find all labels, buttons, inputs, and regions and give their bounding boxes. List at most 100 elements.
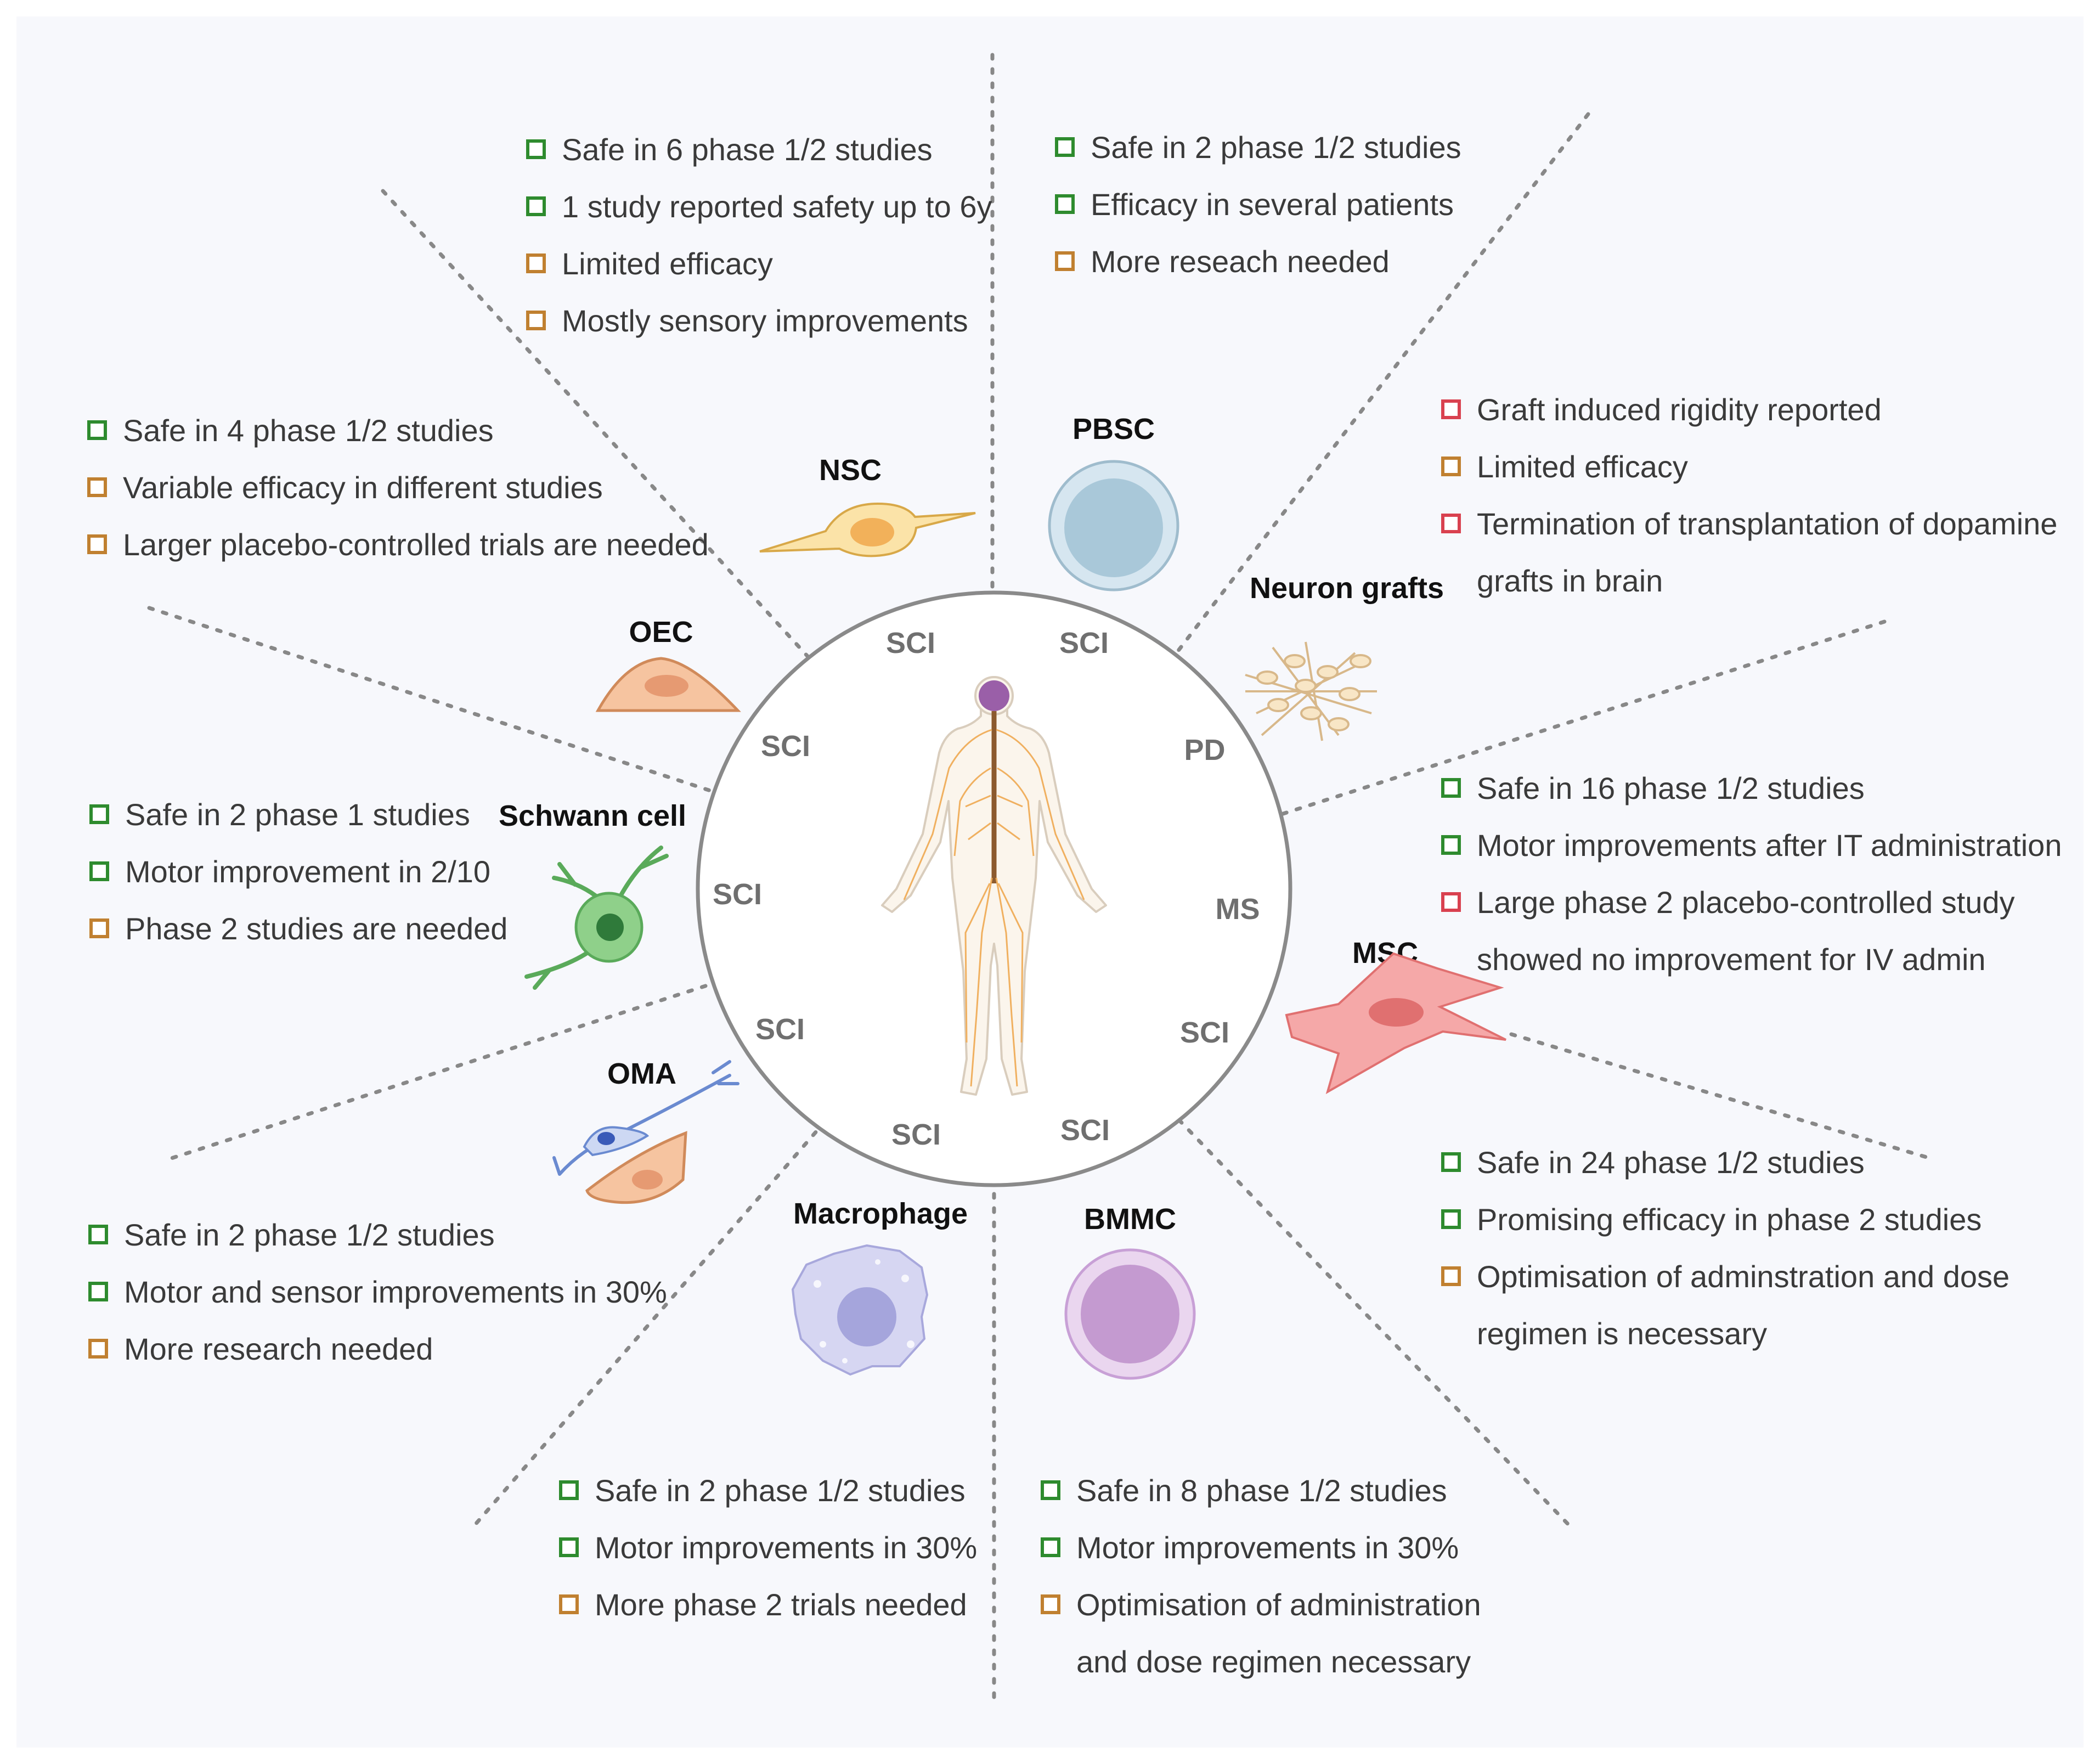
cell-label-oma: OMA <box>607 1057 676 1090</box>
status-caution-marker <box>526 253 546 273</box>
list-item-text: Phase 2 studies are needed <box>125 911 507 946</box>
status-safe-marker <box>526 139 546 159</box>
list-item-text: More research needed <box>124 1332 433 1366</box>
list-item-text: Motor improvements after IT administrati… <box>1477 828 2062 863</box>
cell-label-nsc: NSC <box>819 454 882 487</box>
list-item-text: showed no improvement for IV admin <box>1477 942 1986 977</box>
list-item-text: Safe in 16 phase 1/2 studies <box>1477 771 1865 805</box>
list-item-text: regimen is necessary <box>1477 1316 1767 1351</box>
status-negative-marker <box>1441 514 1461 533</box>
divider-pbsc <box>1147 112 1590 691</box>
list-item-text: Safe in 4 phase 1/2 studies <box>123 413 494 448</box>
list-item-text: Variable efficacy in different studies <box>123 470 603 505</box>
ring-label: SCI <box>761 730 810 763</box>
cell-label-oec: OEC <box>629 616 693 649</box>
ring-label: MS <box>1216 893 1260 926</box>
list-item-text: Safe in 2 phase 1/2 studies <box>1091 130 1461 165</box>
cell-label-macrophage: Macrophage <box>793 1197 968 1230</box>
status-safe-marker <box>89 861 109 881</box>
list-item-text: grafts in brain <box>1477 563 1663 598</box>
status-caution-marker <box>1441 1266 1461 1286</box>
ring-labels: SCI SCI PD MS SCI SCI SCI SCI SCI SCI <box>713 627 1260 1151</box>
status-safe-marker <box>1041 1480 1060 1500</box>
cell-label-schwann: Schwann cell <box>499 799 686 832</box>
pbsc-cell-icon <box>1048 460 1179 591</box>
status-safe-marker <box>1055 194 1075 214</box>
macrophage-cell-icon <box>791 1244 929 1376</box>
ring-label: SCI <box>886 627 935 660</box>
status-safe-marker <box>1441 1152 1461 1172</box>
nsc-cell-icon <box>759 502 976 557</box>
list-item-text: Termination of transplantation of dopami… <box>1477 506 2057 541</box>
ring-label: SCI <box>1060 1114 1110 1147</box>
list-item-text: Promising efficacy in phase 2 studies <box>1477 1202 1982 1237</box>
list-item-text: Safe in 8 phase 1/2 studies <box>1076 1473 1447 1508</box>
divider-bmmc <box>1147 1087 1577 1533</box>
list-item-text: Larger placebo-controlled trials are nee… <box>123 527 709 562</box>
cell-label-pbsc: PBSC <box>1072 413 1155 446</box>
list-item-text: Safe in 2 phase 1/2 studies <box>124 1218 495 1252</box>
ring-label: SCI <box>1059 627 1109 660</box>
ring-label: SCI <box>713 878 762 911</box>
status-safe-marker <box>1041 1537 1060 1557</box>
status-caution-marker <box>526 311 546 330</box>
list-item-text: Motor improvement in 2/10 <box>125 854 490 889</box>
status-caution-marker <box>559 1594 579 1614</box>
list-item-text: Safe in 6 phase 1/2 studies <box>562 132 933 167</box>
list-item-text: Safe in 24 phase 1/2 studies <box>1477 1145 1865 1180</box>
status-safe-marker <box>87 420 107 440</box>
status-safe-marker <box>88 1282 108 1301</box>
list-item-text: Mostly sensory improvements <box>562 303 968 338</box>
list-item-text: Large phase 2 placebo-controlled study <box>1477 885 2015 920</box>
divider-neuron <box>1243 619 1887 828</box>
list-item-text: Limited efficacy <box>1477 449 1688 484</box>
list-item-text: Motor improvements in 30% <box>595 1530 977 1565</box>
ring-label: SCI <box>891 1118 941 1151</box>
divider-schwann <box>162 966 762 1163</box>
msc-cell-icon <box>1285 952 1506 1095</box>
bmmc-cell-icon <box>1064 1248 1196 1380</box>
cell-label-neuron-grafts: Neuron grafts <box>1250 572 1444 605</box>
status-caution-marker <box>87 534 107 554</box>
status-caution-marker <box>1441 457 1461 476</box>
status-safe-marker <box>1055 137 1075 157</box>
ring-label: SCI <box>755 1013 805 1046</box>
list-nsc: Safe in 6 phase 1/2 studies 1 study repor… <box>526 132 992 338</box>
status-safe-marker <box>88 1225 108 1244</box>
list-item-text: Optimisation of adminstration and dose <box>1477 1259 2009 1294</box>
list-item-text: Motor improvements in 30% <box>1076 1530 1459 1565</box>
divider-msc <box>1509 1032 1930 1160</box>
status-caution-marker <box>1055 251 1075 271</box>
ring-label: PD <box>1184 734 1225 767</box>
list-item-text: Optimisation of administration <box>1076 1587 1481 1622</box>
status-safe-marker <box>1441 778 1461 798</box>
oec-cell-icon <box>595 657 741 712</box>
status-safe-marker <box>526 196 546 216</box>
oma-cell-icon <box>552 1060 739 1204</box>
list-item-text: Safe in 2 phase 1 studies <box>125 797 470 832</box>
status-caution-marker <box>89 918 109 938</box>
list-item-text: Graft induced rigidity reported <box>1477 392 1882 427</box>
divider-nsc <box>381 189 844 696</box>
status-negative-marker <box>1441 892 1461 912</box>
status-caution-marker <box>88 1339 108 1359</box>
list-item-text: More phase 2 trials needed <box>595 1587 967 1622</box>
list-item-text: 1 study reported safety up to 6y <box>562 189 992 224</box>
status-safe-marker <box>1441 1209 1461 1229</box>
list-item-text: Motor and sensor improvements in 30% <box>124 1275 667 1309</box>
status-safe-marker <box>89 804 109 824</box>
dividers <box>147 53 1930 1709</box>
list-item-text: and dose regimen necessary <box>1076 1644 1471 1679</box>
status-safe-marker <box>559 1537 579 1557</box>
human-nervous-system-icon <box>881 676 1107 1096</box>
status-safe-marker <box>1441 835 1461 855</box>
cell-label-bmmc: BMMC <box>1084 1203 1176 1236</box>
